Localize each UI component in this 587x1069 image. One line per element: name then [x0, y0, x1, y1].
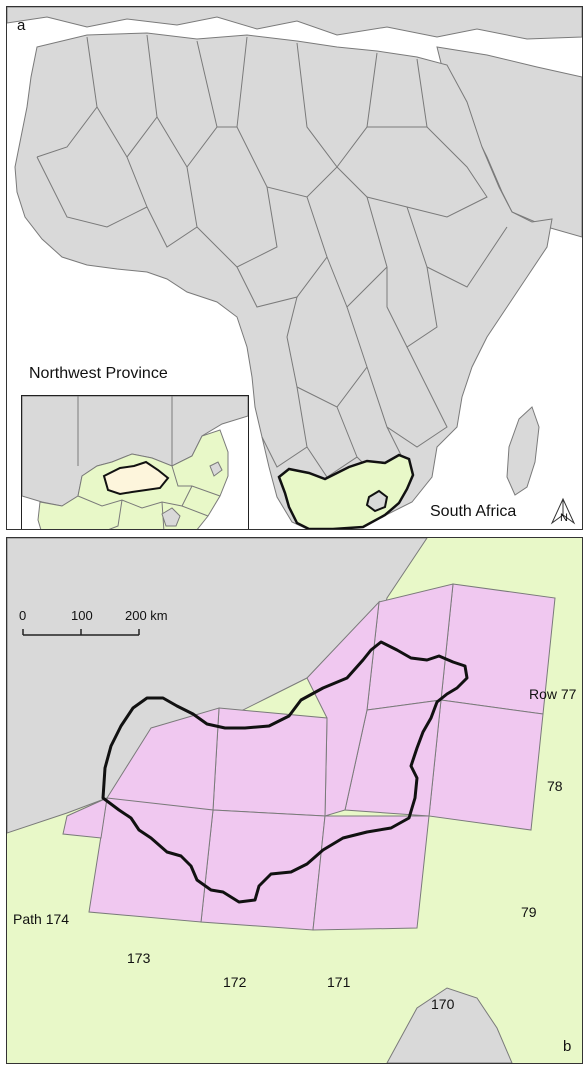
path-label-174: Path 174: [13, 911, 70, 927]
africa-landmass: [14, 32, 553, 529]
inset-northwest-province: [102, 460, 170, 496]
madagascar: [506, 406, 540, 496]
country-label: South Africa: [430, 503, 517, 520]
neighbour-country-south: [386, 987, 513, 1063]
row-label-77: Row 77: [529, 686, 577, 702]
path-label-171: 171: [327, 974, 351, 990]
inset-swaziland: [209, 461, 223, 477]
inset-lesotho: [161, 507, 181, 527]
landsat-map-svg: [7, 538, 556, 1063]
inset-province-borders: [77, 465, 221, 529]
path-label-172: 172: [223, 974, 247, 990]
inset-map: [21, 395, 249, 529]
scale-tick-100: 100: [71, 608, 93, 623]
north-label: N: [560, 512, 568, 524]
row-label-79: 79: [521, 904, 537, 920]
europe-landmass: [7, 7, 582, 40]
africa-map-svg: [7, 7, 582, 529]
inset-map-svg: [22, 396, 248, 529]
scale-tick-0: 0: [19, 608, 27, 623]
northwest-province-outline: [101, 640, 469, 904]
country-borders: [36, 34, 508, 488]
lesotho: [365, 489, 389, 513]
neighbour-country-north: [7, 538, 428, 834]
panel-letter: a: [17, 17, 26, 34]
row-label-78: 78: [547, 778, 563, 794]
panel-b-landsat-tiles: 0 100 200 km Row 77 78 79 Path 174 173 1…: [6, 537, 583, 1064]
panel-a-africa-map: a Northwest Province South Africa N: [6, 6, 583, 530]
inset-title: Northwest Province: [29, 365, 168, 382]
panel-letter: b: [563, 1038, 572, 1055]
path-label-170: 170: [431, 996, 455, 1012]
south-africa-outline: [277, 453, 415, 529]
scale-bar: [22, 629, 140, 636]
north-arrow-icon: [550, 497, 576, 525]
path-label-173: 173: [127, 950, 151, 966]
scale-tick-200km: 200 km: [125, 608, 168, 623]
